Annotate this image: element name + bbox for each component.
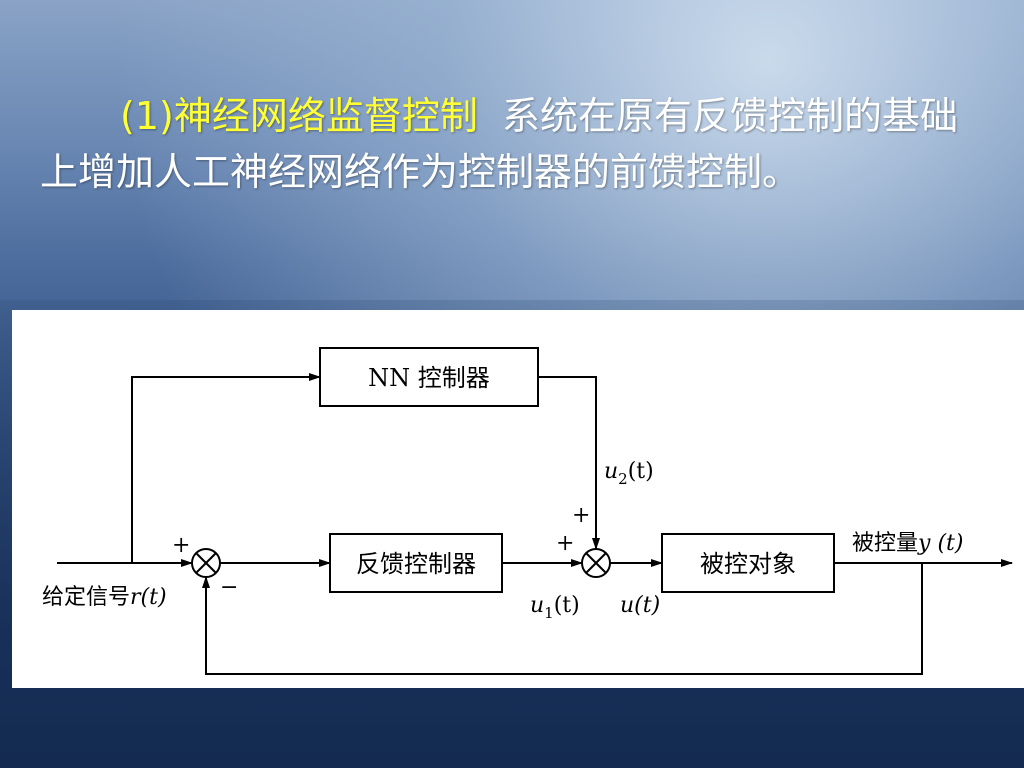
- feedback-line: [202, 563, 923, 675]
- block-diagram-panel: NN 控制器 反馈控制器 被控对象 + − + +: [12, 310, 1024, 688]
- junction1-plus-sign: +: [172, 533, 190, 558]
- nn-controller-label: NN 控制器: [368, 364, 490, 392]
- plant-label: 被控对象: [700, 550, 796, 578]
- nn-output-line: [538, 376, 600, 550]
- paragraph-highlight: 神经网络监督控制: [173, 94, 478, 138]
- junction1-minus-sign: −: [220, 575, 238, 600]
- block-diagram: NN 控制器 反馈控制器 被控对象 + − + +: [42, 347, 1013, 675]
- input-label: 给定信号r(t): [42, 585, 167, 610]
- paragraph-prefix: (1): [120, 94, 174, 138]
- output-label: 被控量y (t): [852, 531, 963, 556]
- summing-junction-2: [581, 548, 611, 578]
- slide-paragraph: (1)神经网络监督控制 系统在原有反馈控制的基础上增加人工神经网络作为控制器的前…: [40, 88, 980, 200]
- feedforward-branch-line: [131, 373, 321, 563]
- junction2-plus-left-sign: +: [556, 531, 574, 556]
- u-signal-label: u(t): [620, 593, 660, 618]
- plant-block: [661, 533, 835, 593]
- paragraph-body: 系统在原有反馈控制的基础上增加人工神经网络作为控制器的前馈控制。: [40, 94, 959, 194]
- junction2-plus-top-sign: +: [572, 503, 590, 528]
- summing-junction-1: [191, 548, 221, 578]
- u2-signal-label: u2(t): [604, 459, 654, 488]
- u1-signal-label: u1(t): [530, 593, 580, 622]
- feedback-controller-label: 反馈控制器: [356, 550, 476, 578]
